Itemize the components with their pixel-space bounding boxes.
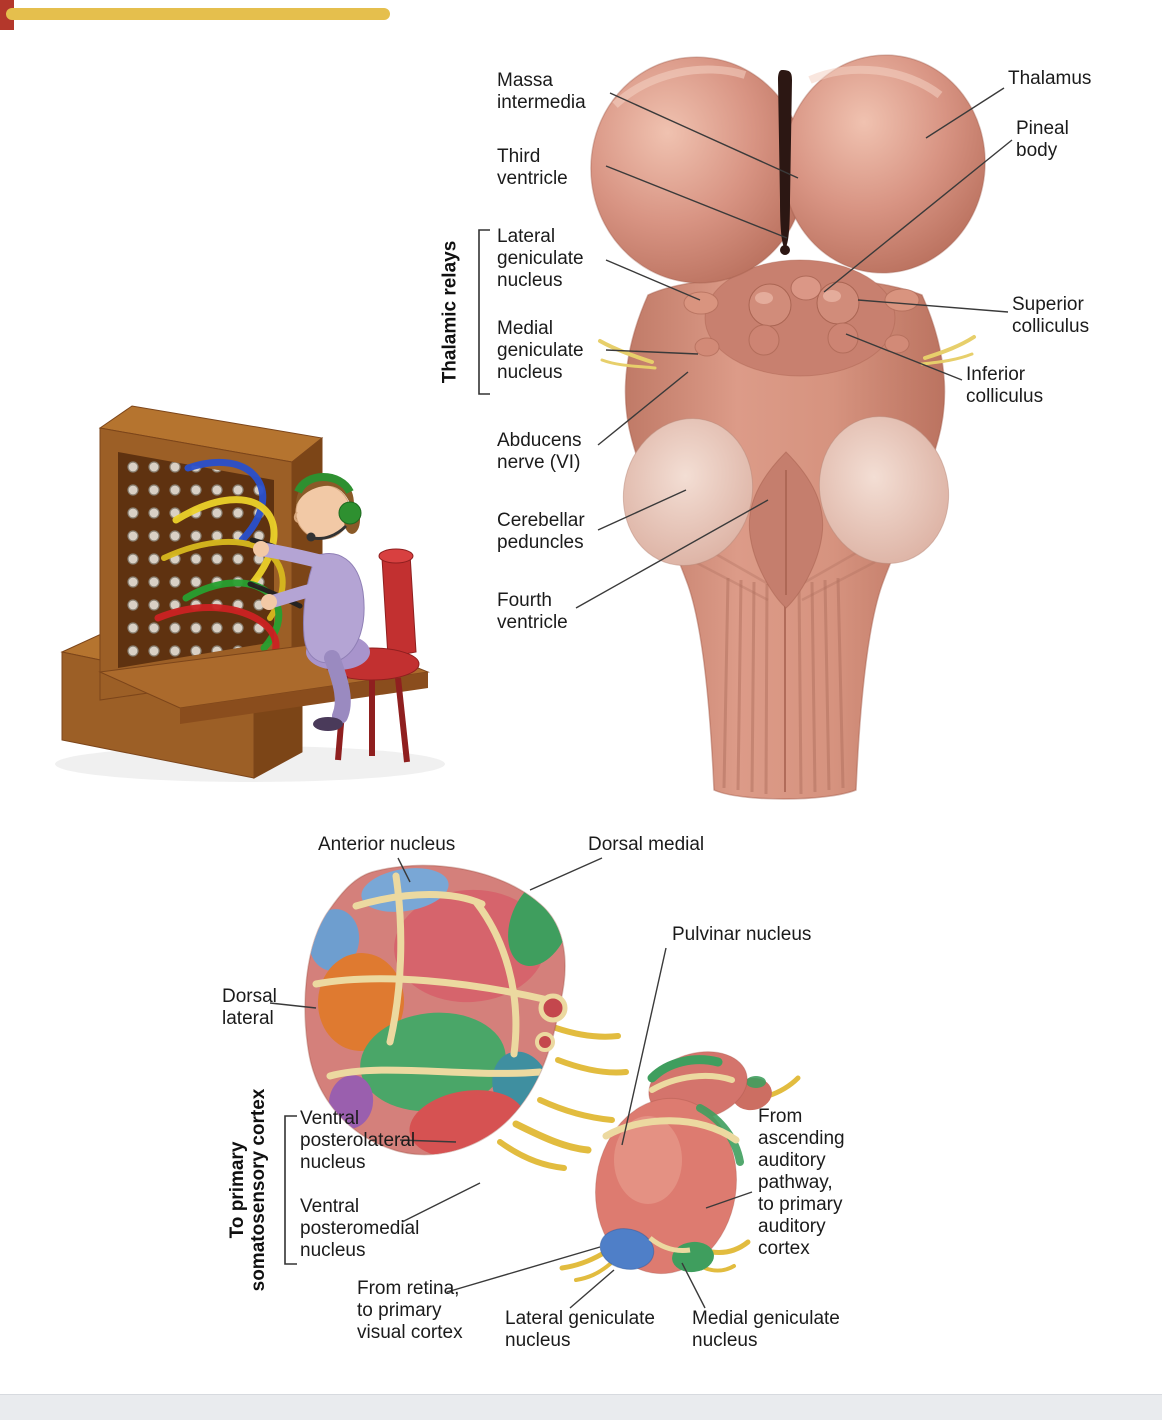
label-inferior-colliculus: Inferior colliculus	[966, 364, 1044, 407]
label-medial-geniculate-nucleus: Medial geniculate nucleus	[692, 1308, 840, 1351]
label-ventral-posteromedial: Ventral posteromedial nucleus	[300, 1196, 420, 1261]
microphone	[312, 524, 348, 540]
brainstem-illustration	[590, 54, 986, 800]
plugboard	[118, 452, 274, 668]
thalamus-lobes	[590, 54, 986, 284]
label-thalamic-relays: Thalamic relays	[439, 240, 461, 384]
fiber-roots-left	[497, 1025, 629, 1171]
label-pineal-body: Pineal body	[1016, 118, 1069, 161]
headphones	[294, 473, 354, 495]
operator	[253, 473, 370, 731]
lateral-geniculate-shape	[599, 1228, 655, 1270]
label-anterior-nucleus: Anterior nucleus	[318, 834, 456, 855]
label-lateral-geniculate: Lateral geniculate nucleus	[497, 226, 584, 291]
cerebellar-peduncle-left	[622, 418, 754, 566]
label-superior-colliculus: Superior colliculus	[1012, 294, 1090, 337]
label-cerebellar-peduncles: Cerebellar peduncles	[497, 510, 585, 553]
label-massa-intermedia: Massa intermedia	[497, 70, 586, 113]
label-third-ventricle: Third ventricle	[497, 146, 568, 189]
label-thalamus: Thalamus	[1008, 68, 1092, 89]
geniculate-assembly	[559, 1051, 801, 1282]
medulla-striations	[722, 577, 845, 795]
thalamic-relays-bracket	[478, 229, 490, 395]
slide-accent-gold-bar	[6, 8, 390, 20]
label-to-primary-somatosensory-cortex: To primary somatosensory cortex	[227, 1088, 269, 1292]
label-dorsal-medial: Dorsal medial	[588, 834, 705, 855]
somatosensory-bracket	[284, 1115, 297, 1265]
nuclei-leader-lines	[269, 857, 753, 1309]
label-from-retina: From retina, to primary visual cortex	[357, 1278, 463, 1343]
chair	[324, 548, 420, 763]
label-medial-geniculate: Medial geniculate nucleus	[497, 318, 584, 383]
nerve-fibers	[598, 335, 976, 370]
cerebellar-peduncle-right	[818, 416, 950, 564]
label-lateral-geniculate-nucleus: Lateral geniculate nucleus	[505, 1308, 655, 1351]
thalamic-nuclei-illustration	[304, 864, 801, 1282]
footer-bar	[0, 1394, 1162, 1420]
switchboard-operator-illustration	[55, 405, 445, 782]
pineal-body-shape	[790, 275, 822, 301]
label-pulvinar-nucleus: Pulvinar nucleus	[672, 924, 812, 945]
label-dorsal-lateral: Dorsal lateral	[222, 986, 277, 1029]
third-ventricle-slit	[778, 70, 792, 248]
label-ventral-posterolateral: Ventral posterolateral nucleus	[300, 1108, 416, 1173]
label-fourth-ventricle: Fourth ventricle	[497, 590, 568, 633]
label-abducens-nerve: Abducens nerve (VI)	[497, 430, 582, 473]
label-from-auditory-pathway: From ascending auditory pathway, to prim…	[758, 1106, 845, 1259]
tectum	[683, 259, 920, 377]
brainstem-leader-lines	[575, 87, 1013, 609]
